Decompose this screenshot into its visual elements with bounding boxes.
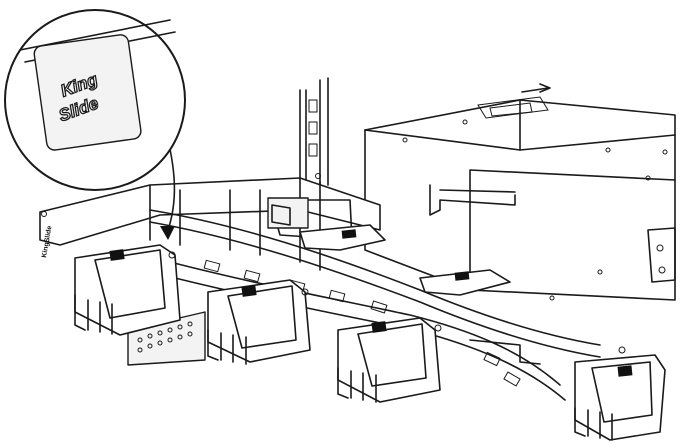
cable-clip-1 bbox=[74, 244, 181, 336]
channel-clip-upper-left bbox=[299, 224, 386, 251]
cable-clip-2 bbox=[207, 279, 311, 365]
cable-clip-3 bbox=[337, 317, 442, 403]
logo-callout: King Slide bbox=[4, 9, 186, 191]
channel-clip-upper-right bbox=[419, 269, 511, 296]
cable-clip-4 bbox=[574, 346, 666, 441]
server-chassis bbox=[364, 83, 676, 301]
rack-rail bbox=[299, 77, 329, 201]
